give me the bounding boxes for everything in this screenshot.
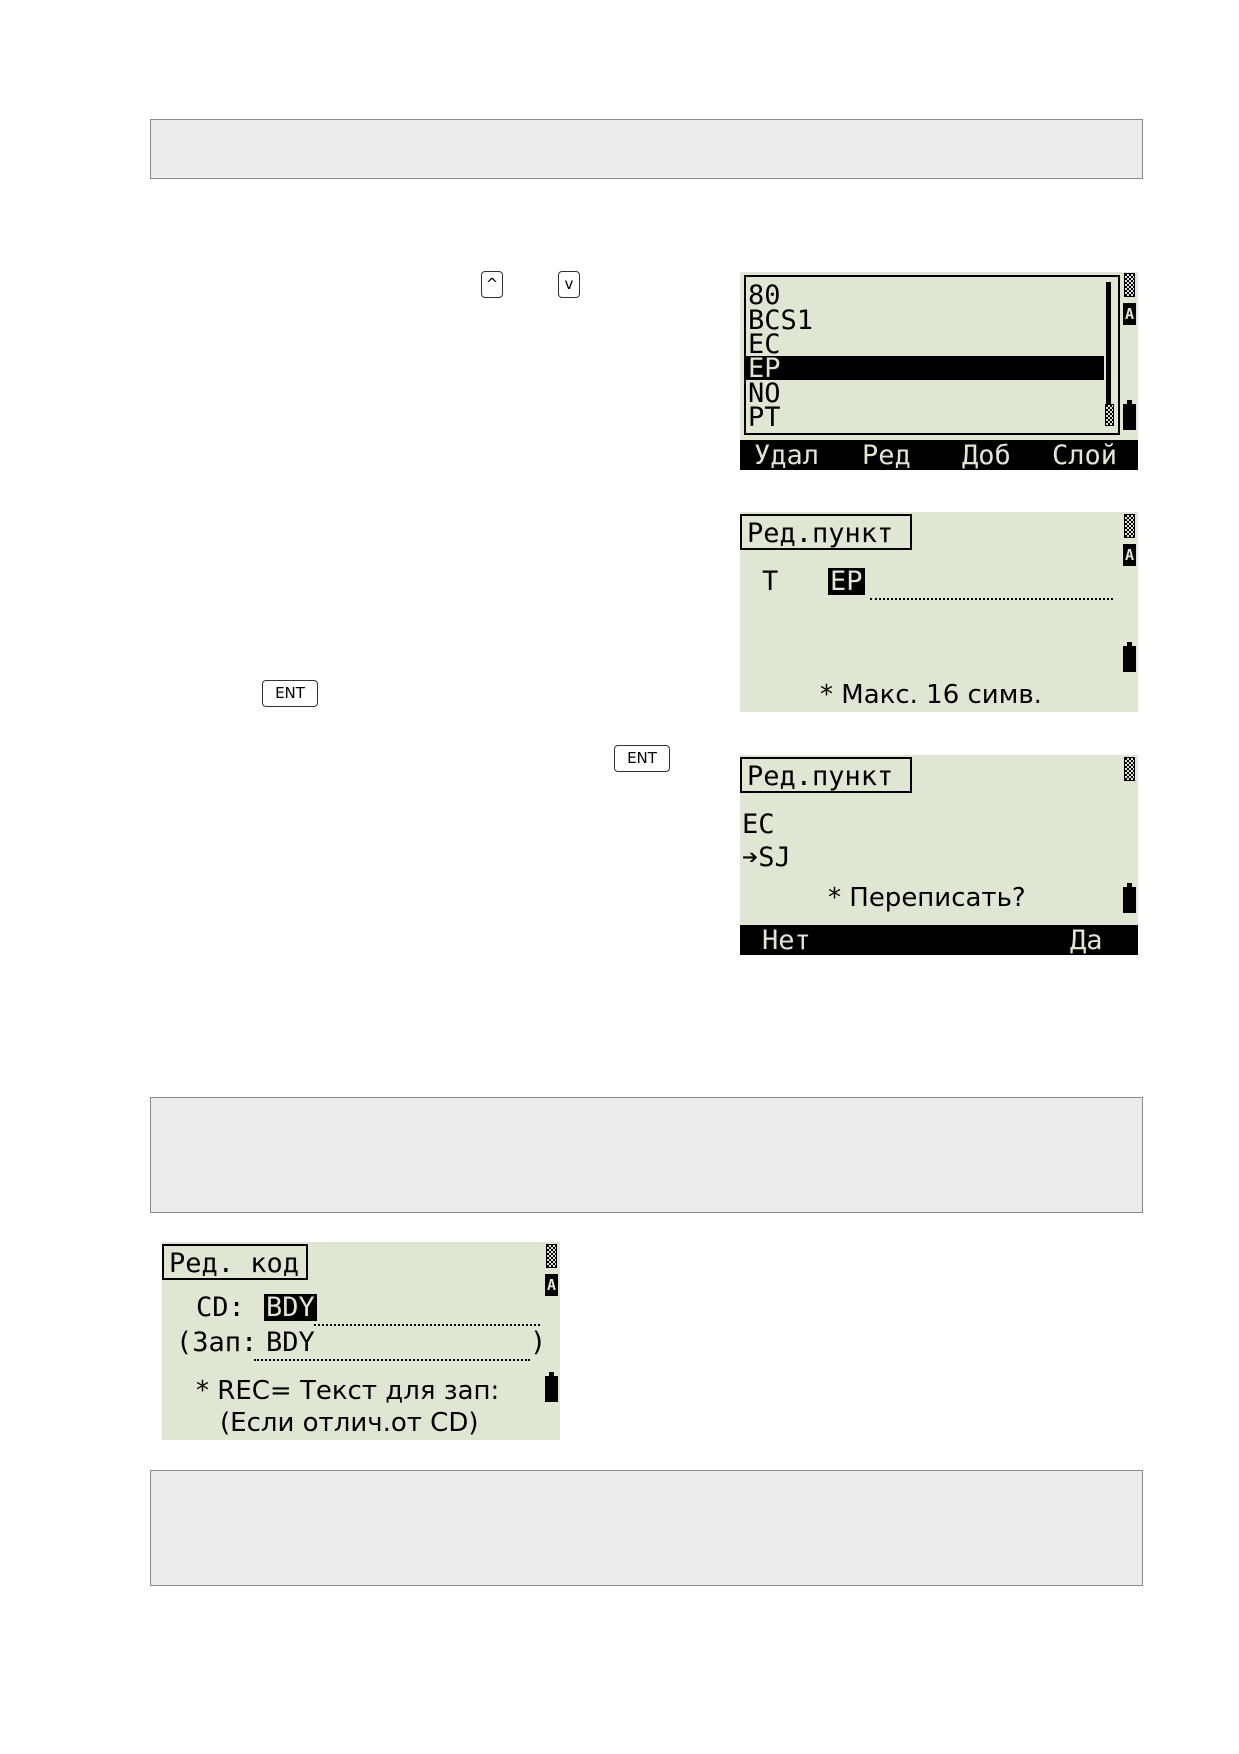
lcd-screen-edit-point: Ред.пункт A T : EP * Макс. 16 симв. xyxy=(740,512,1138,712)
code-underline xyxy=(314,1324,540,1326)
rec-note-line2: (Если отлич.от CD) xyxy=(220,1408,479,1438)
lcd-screen-overwrite: Ред.пункт EC ➔SJ * Переписать? Нет Да xyxy=(740,755,1138,955)
signal-icon xyxy=(1124,514,1135,538)
screen-title: Ред.пункт xyxy=(740,514,912,550)
battery-icon xyxy=(1123,642,1136,672)
alpha-mode-icon: A xyxy=(545,1274,558,1296)
rec-note-line1: * REC= Текст для зап: xyxy=(196,1376,500,1406)
signal-icon xyxy=(1124,273,1135,297)
softkey-add[interactable]: Доб xyxy=(962,440,1011,470)
list-item-selected[interactable]: EP xyxy=(748,353,781,384)
note-box-middle xyxy=(150,1097,1143,1213)
list-item[interactable]: PT xyxy=(748,402,781,433)
softkey-delete[interactable]: Удал xyxy=(754,440,820,470)
alpha-mode-icon: A xyxy=(1123,544,1136,566)
point-name-input[interactable]: EP xyxy=(828,566,865,597)
softkey-bar: Нет Да xyxy=(740,925,1138,955)
softkey-bar: Удал Ред Доб Слой xyxy=(740,440,1138,470)
rec-close: ) xyxy=(530,1327,547,1358)
lcd-screen-list: 80 BCS1 EC EP NO PT A Удал Ред Доб Слой xyxy=(740,272,1138,470)
enter-key-icon: ENT xyxy=(262,680,318,707)
list-frame xyxy=(744,275,1120,435)
enter-key-icon-2: ENT xyxy=(614,745,670,772)
softkey-yes[interactable]: Да xyxy=(1070,925,1103,955)
selection-bar xyxy=(746,356,1104,380)
list-item[interactable]: NO xyxy=(748,378,781,409)
softkey-edit[interactable]: Ред xyxy=(862,440,911,470)
record-text-input[interactable]: BDY xyxy=(266,1327,315,1358)
input-underline xyxy=(870,598,1113,600)
rec-label: (Зап: xyxy=(176,1327,258,1358)
code-input[interactable]: BDY xyxy=(264,1292,317,1323)
alpha-mode-icon: A xyxy=(1123,303,1136,325)
softkey-layer[interactable]: Слой xyxy=(1052,440,1118,470)
battery-icon xyxy=(1123,883,1136,913)
record-underline xyxy=(254,1359,530,1361)
new-value: ➔SJ xyxy=(742,842,791,873)
cd-label: CD: xyxy=(196,1292,245,1323)
lcd-screen-edit-code: Ред. код A CD: BDY (Зап: BDY ) * REC= Те… xyxy=(162,1242,560,1440)
old-value: EC xyxy=(742,809,775,840)
softkey-no[interactable]: Нет xyxy=(762,925,811,955)
battery-icon xyxy=(1123,400,1136,430)
overwrite-prompt: * Переписать? xyxy=(828,883,1026,913)
screen-title: Ред. код xyxy=(162,1244,308,1280)
signal-icon xyxy=(1124,757,1135,781)
down-arrow-key-icon: v xyxy=(558,271,580,298)
list-item[interactable]: 80 xyxy=(748,280,781,311)
list-item[interactable]: EC xyxy=(748,329,781,360)
screen-title: Ред.пункт xyxy=(740,757,912,793)
note-box-bottom xyxy=(150,1470,1143,1586)
scrollbar[interactable] xyxy=(1106,282,1111,422)
signal-icon xyxy=(546,1244,557,1268)
list-item[interactable]: BCS1 xyxy=(748,305,814,336)
battery-icon xyxy=(545,1372,558,1402)
scroll-indicator-icon xyxy=(1105,404,1114,426)
max-length-note: * Макс. 16 симв. xyxy=(820,680,1042,710)
up-arrow-key-icon: ^ xyxy=(481,271,503,298)
header-box xyxy=(150,119,1143,179)
